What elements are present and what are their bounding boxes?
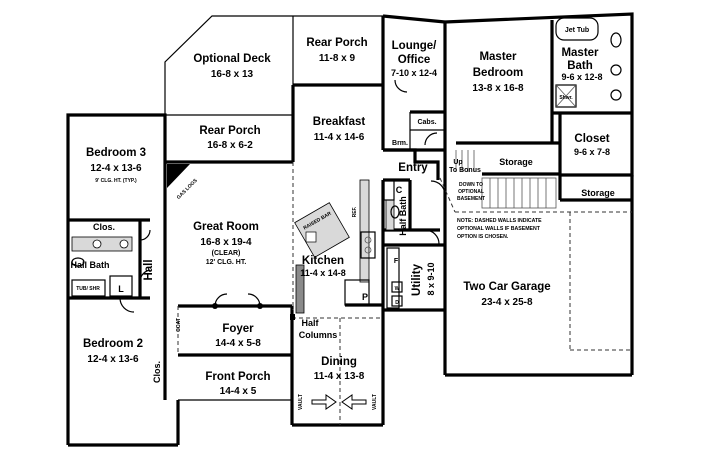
stairs (455, 150, 557, 209)
sink-icon (92, 239, 102, 249)
great-room-note1: (CLEAR) (212, 250, 241, 257)
tub-shr-label: TUB/ SHR (76, 286, 100, 292)
shower-icon (555, 84, 577, 108)
column-icon (212, 303, 218, 309)
garage-note-line2: OPTIONAL WALLS IF BASEMENT (457, 226, 541, 232)
dashed-lines (177, 162, 632, 425)
optional-deck-dim: 16-8 x 13 (211, 69, 254, 80)
pantry-label: P (362, 292, 368, 302)
jet-tub-icon (555, 17, 599, 41)
master-bath-name-line2: Bath (567, 60, 593, 72)
master-bedroom-name-line2: Bedroom (473, 67, 523, 79)
room-labels: Optional Deck 16-8 x 13 Rear Porch 11-8 … (70, 27, 614, 308)
bedroom2-name: Bedroom 2 (83, 338, 143, 350)
bedroom3-name: Bedroom 3 (86, 147, 146, 159)
coat-label: COAT (176, 318, 182, 332)
sink-icon (610, 64, 622, 76)
closet-c-label: C (396, 185, 403, 195)
master-bath-dim: 9-6 x 12-8 (561, 72, 602, 82)
rear-porch-top-dim: 11-8 x 9 (319, 53, 356, 64)
garage-name: Two Car Garage (463, 281, 550, 293)
vault-left-label: VAULT (298, 394, 304, 410)
great-room-note2: 12' CLG. HT. (206, 259, 247, 266)
lounge-dim: 7-10 x 12-4 (391, 68, 437, 78)
arrow-left-icon (341, 394, 367, 410)
ref-label: REF. (352, 206, 358, 217)
garage-note: NOTE: DASHED WALLS INDICATE OPTIONAL WAL… (457, 218, 542, 240)
walls (66, 12, 634, 447)
rear-porch-mid-name: Rear Porch (199, 125, 260, 137)
optional-deck-name: Optional Deck (193, 53, 271, 65)
great-room-name: Great Room (193, 221, 259, 233)
column-icon (257, 303, 263, 309)
washer-label: W (395, 286, 400, 292)
down-basement-line1: DOWN TO (459, 182, 483, 188)
down-basement-line3: BASEMENT (457, 196, 485, 202)
master-bath-name-line1: Master (561, 47, 599, 59)
kitchen-name: Kitchen (302, 255, 344, 267)
tub-icon (71, 279, 106, 297)
freezer-label: F (394, 258, 399, 265)
up-bonus-line1: Up (453, 159, 462, 166)
rear-porch-mid-dim: 16-8 x 6-2 (207, 140, 253, 151)
clos-bottom-label: Clos. (152, 361, 162, 383)
stair-treads (455, 150, 547, 208)
linen-label: L (118, 284, 124, 294)
front-porch-name: Front Porch (205, 371, 270, 383)
down-basement-line2: OPTIONAL (458, 189, 484, 195)
half-columns-line2: Columns (299, 330, 338, 340)
sink-icon (610, 89, 622, 101)
kitchen-dim: 11-4 x 14-8 (300, 268, 346, 278)
garage-dim: 23-4 x 25-8 (481, 297, 533, 308)
bedroom3-dim: 12-4 x 13-6 (90, 163, 142, 174)
vault-right-label: VAULT (372, 394, 378, 410)
entry-label: Entry (398, 162, 428, 174)
vault-arrows (311, 394, 367, 410)
foyer-name: Foyer (222, 323, 254, 335)
dining-dim: 11-4 x 13-8 (314, 371, 365, 382)
room-labels-bottom: Bedroom 2 12-4 x 13-6 COAT Clos. Foyer 1… (83, 318, 378, 410)
great-room-dim: 16-8 x 19-4 (200, 237, 252, 248)
shower-label: Shwr. (559, 95, 573, 101)
rear-porch-top-name: Rear Porch (306, 37, 367, 49)
dining-name: Dining (321, 356, 357, 368)
gas-logs-label: GAS LOGS (176, 177, 199, 200)
toilet-icon (390, 205, 400, 219)
brm-label: Brm. (392, 140, 408, 147)
arrow-right-icon (311, 394, 337, 410)
toilet-icon (71, 257, 85, 267)
jet-tub-label: Jet Tub (565, 27, 589, 34)
closet-name: Closet (574, 133, 609, 145)
fireplace-icon (167, 164, 190, 188)
sink-icon (119, 239, 129, 249)
garage-note-line1: NOTE: DASHED WALLS INDICATE (457, 218, 542, 224)
bedroom3-note: 9' CLG. HT. (TYP.) (95, 178, 137, 184)
breakfast-name: Breakfast (313, 116, 366, 128)
bedroom2-dim: 12-4 x 13-6 (87, 354, 139, 365)
breakfast-dim: 11-4 x 14-6 (314, 132, 365, 143)
toilet-icon (610, 32, 622, 48)
storage-top-label: Storage (499, 157, 533, 167)
clos-left-label: Clos. (93, 222, 115, 232)
half-columns-line1: Half (301, 318, 319, 328)
utility-name: Utility (411, 263, 423, 296)
garage-note-line3: OPTION IS CHOSEN. (457, 234, 509, 240)
hall-label: Hall (143, 259, 155, 280)
half-bath-label: Half Bath (398, 196, 408, 236)
up-bonus-line2: To Bonus (449, 167, 481, 174)
fixtures (71, 17, 622, 320)
dryer-label: D (395, 300, 399, 306)
cabs-label: Cabs. (417, 119, 436, 126)
utility-dim: 8 x 9-10 (426, 262, 436, 295)
lounge-name-line2: Office (398, 54, 431, 66)
storage-right-label: Storage (581, 188, 615, 198)
front-porch-dim: 14-4 x 5 (220, 386, 257, 397)
master-bedroom-name-line1: Master (479, 51, 517, 63)
foyer-dim: 14-4 x 5-8 (215, 338, 261, 349)
hall-bath-label: Hall Bath (70, 260, 109, 270)
master-bedroom-dim: 13-8 x 16-8 (472, 83, 524, 94)
lounge-name-line1: Lounge/ (392, 40, 438, 52)
closet-dim: 9-6 x 7-8 (574, 147, 610, 157)
